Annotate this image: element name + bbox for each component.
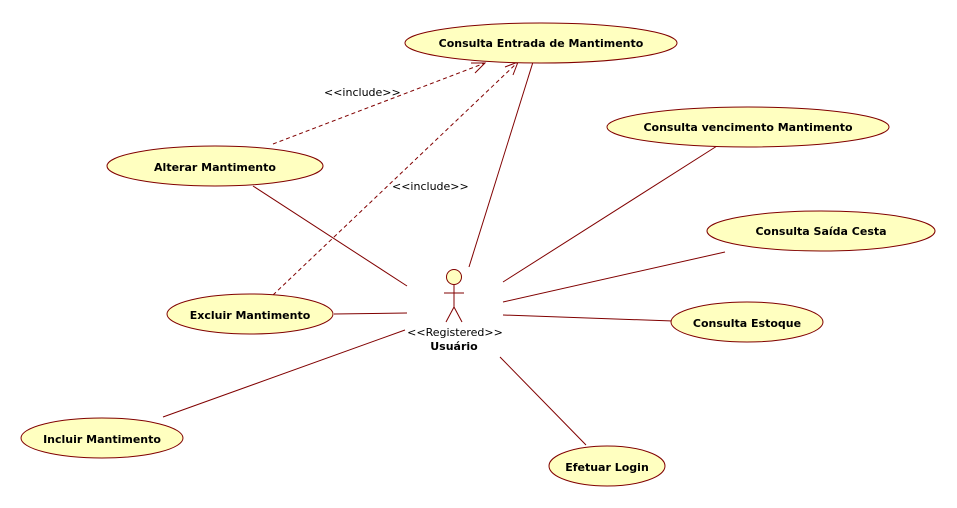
assoc-consulta-entrada (468, 61, 534, 268)
use-case-label: Consulta Estoque (693, 317, 801, 330)
associations (162, 61, 726, 446)
use-case-efetuar-login[interactable]: Efetuar Login (548, 445, 666, 487)
stick-figure-icon (444, 269, 464, 323)
include-dependencies (272, 61, 519, 296)
include-label-1: <<include>> (324, 86, 401, 99)
use-case-consulta-saida[interactable]: Consulta Saída Cesta (706, 210, 936, 252)
use-case-label: Efetuar Login (565, 461, 649, 474)
use-case-consulta-estoque[interactable]: Consulta Estoque (670, 301, 824, 343)
assoc-efetuar-login (499, 356, 587, 446)
use-case-consulta-vencimento[interactable]: Consulta vencimento Mantimento (606, 106, 890, 148)
use-case-alterar[interactable]: Alterar Mantimento (106, 145, 324, 187)
use-case-consulta-entrada[interactable]: Consulta Entrada de Mantimento (404, 22, 678, 64)
use-case-label: Incluir Mantimento (43, 433, 161, 446)
assoc-consulta-vencimento (502, 145, 718, 283)
actor-usuario[interactable]: <<Registered>> Usuário (407, 269, 503, 354)
use-case-label: Consulta vencimento Mantimento (643, 121, 853, 134)
use-case-label: Alterar Mantimento (154, 161, 276, 174)
assoc-consulta-estoque (502, 314, 674, 322)
include-line-excluir (272, 61, 519, 296)
actor-name: Usuário (430, 340, 478, 353)
use-case-label: Consulta Saída Cesta (755, 225, 886, 238)
assoc-alterar (252, 185, 408, 287)
assoc-incluir (162, 329, 406, 418)
assoc-excluir (333, 312, 408, 315)
include-label-2: <<include>> (392, 180, 469, 193)
use-case-label: Excluir Mantimento (190, 309, 311, 322)
use-case-label: Consulta Entrada de Mantimento (439, 37, 644, 50)
include-arrowhead-alterar (471, 62, 487, 74)
include-line-alterar (272, 62, 486, 145)
assoc-consulta-saida (502, 251, 726, 303)
use-case-excluir[interactable]: Excluir Mantimento (166, 293, 334, 335)
actor-stereotype: <<Registered>> (407, 326, 503, 339)
use-case-incluir[interactable]: Incluir Mantimento (20, 417, 184, 459)
